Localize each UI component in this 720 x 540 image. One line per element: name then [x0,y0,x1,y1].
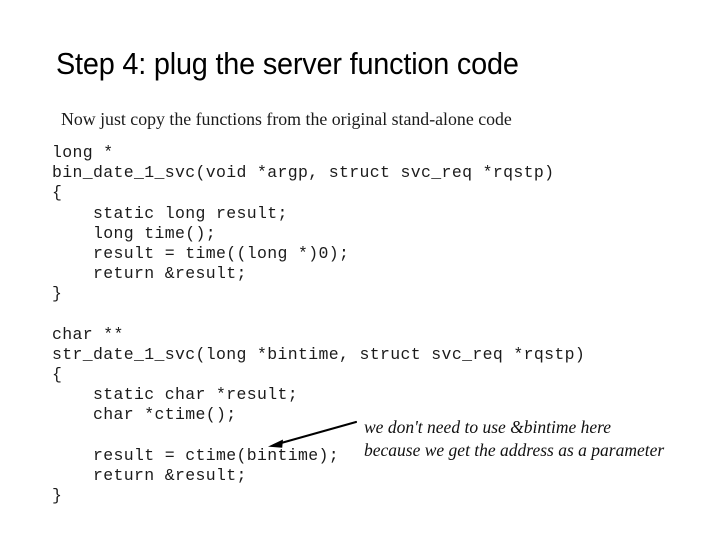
code-line: char ** [52,324,124,344]
slide-subtitle: Now just copy the functions from the ori… [61,109,512,129]
code-line: long * [52,143,114,162]
code-line: result = time((long *)0); [52,243,350,263]
code-line: static long result; [52,203,288,223]
code-line: result = ctime(bintime); [52,445,340,465]
annotation-line: because we get the address as a paramete… [364,439,665,460]
code-line: long time(); [52,223,217,243]
page-title: Step 4: plug the server function code [56,46,519,81]
code-line: static char *result; [52,385,299,405]
code-line [52,305,585,325]
code-line: return &result; [52,466,247,485]
code-line: { [52,183,63,203]
code-line: } [52,284,63,304]
code-listing: long *bin_date_1_svc(void *argp, struct … [52,143,585,506]
code-line: return &result; [52,264,247,284]
code-line: str_date_1_svc(long *bintime, struct svc… [52,344,586,364]
code-line: char *ctime(); [52,405,237,425]
code-line: bin_date_1_svc(void *argp, struct svc_re… [52,163,555,183]
code-line: } [52,486,63,506]
annotation-line: we don't need to use &bintime here [364,417,612,437]
code-line: { [52,365,63,385]
